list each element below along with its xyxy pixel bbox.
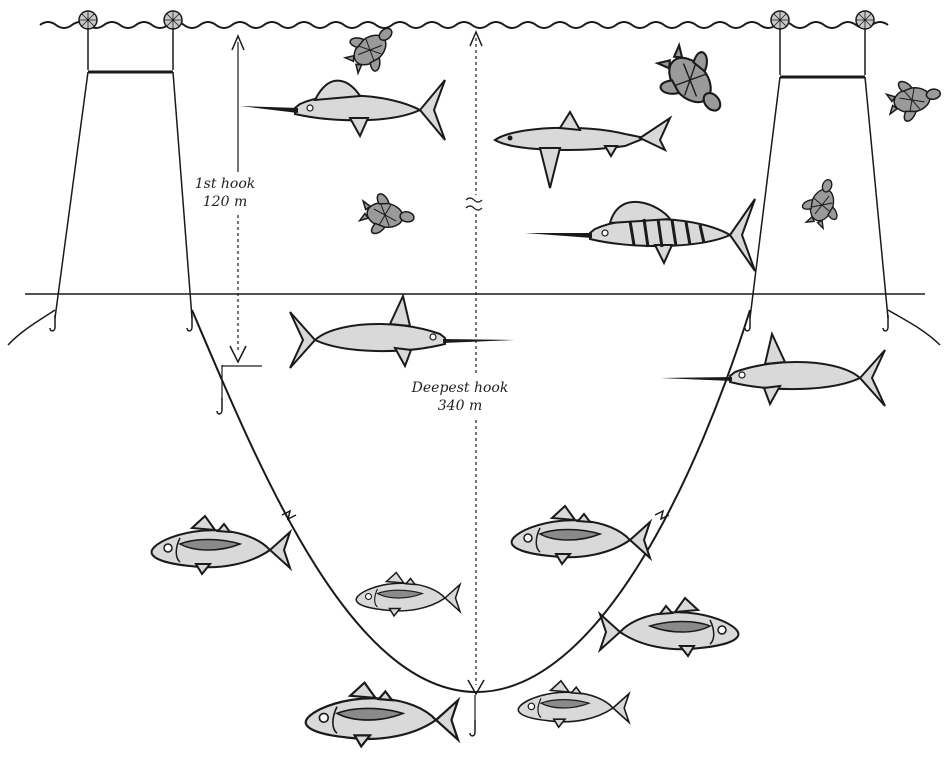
- hook-icon: [216, 397, 223, 415]
- first-hook-label: 1st hook: [195, 176, 256, 192]
- hook-icon: [882, 314, 889, 332]
- break-mark: [281, 509, 297, 521]
- left-float-assembly: [7, 10, 193, 346]
- sea-turtle-icon: [645, 35, 739, 131]
- deepest-hook-label: Deepest hook: [411, 380, 509, 396]
- sea-turtle-icon: [796, 173, 849, 233]
- sea-turtle-icon: [337, 15, 406, 82]
- tuna-icon: [304, 681, 460, 748]
- float-buoy-icon: [855, 10, 875, 30]
- hook-icon: [186, 314, 193, 332]
- float-buoy-icon: [770, 10, 790, 30]
- sea-surface-line: [39, 21, 889, 29]
- striped-marlin-icon: [523, 197, 757, 273]
- hook-icon: [469, 719, 476, 737]
- sea-turtle-icon: [357, 190, 418, 241]
- float-buoy-icon: [78, 10, 98, 30]
- right-float-assembly: [744, 10, 941, 346]
- shark-icon: [494, 111, 671, 189]
- swordfish-icon: [659, 333, 886, 407]
- tuna-icon: [510, 505, 651, 565]
- deepest-hook-depth: 340 m: [438, 398, 482, 414]
- tuna-icon: [355, 571, 461, 617]
- hook-icon: [49, 314, 56, 332]
- tuna-icon: [599, 597, 740, 657]
- sea-turtle-icon: [884, 74, 945, 125]
- swordfish-icon: [289, 295, 516, 369]
- first-hook-depth-arrow: [229, 34, 247, 364]
- float-buoy-icon: [163, 10, 183, 30]
- deepest-hook-depth-arrow: [465, 30, 485, 696]
- break-mark: [654, 509, 670, 521]
- tuna-icon: [150, 515, 291, 575]
- first-hook-depth: 120 m: [203, 194, 247, 210]
- tuna-icon: [517, 679, 630, 729]
- marlin-icon: [239, 79, 446, 141]
